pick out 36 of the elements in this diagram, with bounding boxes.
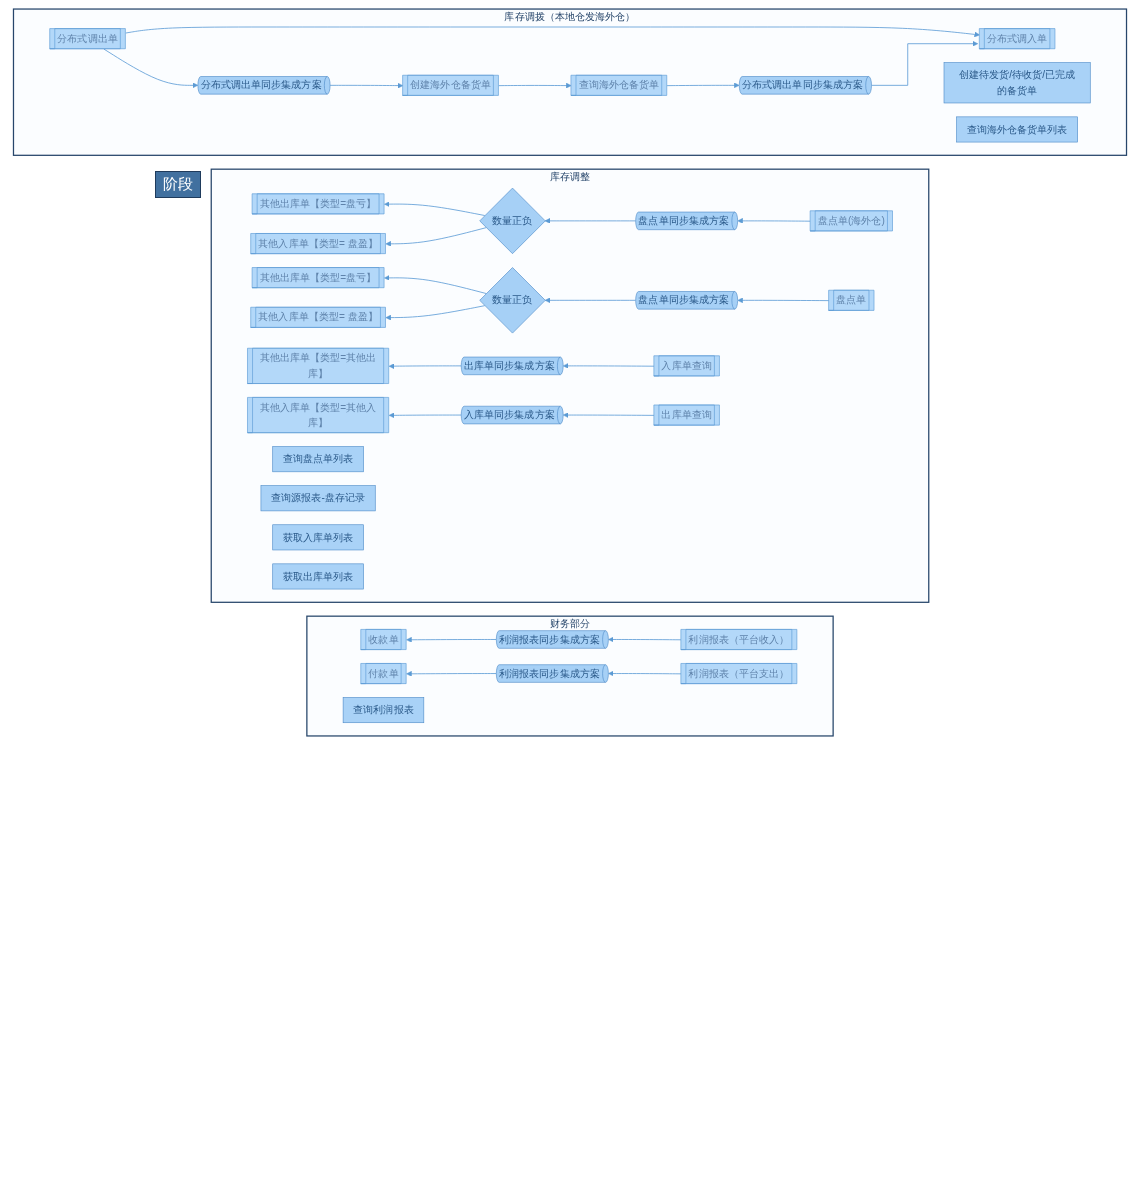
- subprocess-box: 入库单查询: [653, 355, 720, 377]
- subprocess-box: 付款单: [360, 663, 407, 684]
- subprocess-box: 其他出库单【类型=盘亏】: [251, 267, 385, 288]
- storage-cylinder: 盘点单同步集成方案: [635, 291, 738, 310]
- subprocess-box: 利润报表（平台收入）: [680, 629, 798, 650]
- subprocess-box: 其他出库单【类型=盘亏】: [251, 193, 385, 215]
- subprocess-box: 其他入库单【类型= 盘盈】: [250, 233, 386, 254]
- storage-cylinder: 分布式调出单同步集成方案: [197, 76, 331, 95]
- subprocess-box: 盘点单: [828, 289, 875, 311]
- subprocess-box: 盘点单(海外仓): [809, 210, 893, 232]
- subprocess-box: 其他出库单【类型=其他出库】: [247, 347, 390, 384]
- subprocess-box: 其他入库单【类型= 盘盈】: [250, 306, 386, 328]
- storage-cylinder: 盘点单同步集成方案: [635, 211, 738, 230]
- subprocess-box: 收款单: [360, 629, 407, 650]
- subprocess-box: 分布式调入单: [979, 28, 1056, 50]
- process-box: 创建待发货/待收货/已完成的备货单: [943, 62, 1091, 104]
- process-box: 查询利润报表: [342, 697, 425, 724]
- process-box: 查询海外仓备货单列表: [956, 116, 1078, 143]
- storage-cylinder: 入库单同步集成方案: [460, 405, 564, 425]
- process-box: 查询盘点单列表: [272, 446, 364, 473]
- storage-cylinder: 利润报表同步集成方案: [496, 664, 609, 683]
- storage-cylinder: 利润报表同步集成方案: [496, 630, 609, 649]
- process-box: 获取入库单列表: [272, 524, 364, 551]
- process-box: 获取出库单列表: [272, 563, 364, 590]
- subprocess-box: 分布式调出单: [49, 28, 126, 50]
- phase-label: 阶段: [155, 171, 202, 199]
- subprocess-box: 利润报表（平台支出）: [680, 663, 798, 684]
- decision-diamond: 数量正负: [479, 187, 546, 254]
- subprocess-box: 出库单查询: [653, 404, 720, 426]
- subprocess-box: 查询海外仓备货单: [570, 74, 668, 96]
- decision-diamond: 数量正负: [479, 267, 546, 334]
- process-box: 查询源报表-盘存记录: [260, 485, 376, 512]
- storage-cylinder: 出库单同步集成方案: [460, 356, 564, 376]
- subprocess-box: 创建海外仓备货单: [402, 74, 499, 96]
- subprocess-box: 其他入库单【类型=其他入库】: [247, 397, 390, 434]
- storage-cylinder: 分布式调出单同步集成方案: [738, 76, 872, 95]
